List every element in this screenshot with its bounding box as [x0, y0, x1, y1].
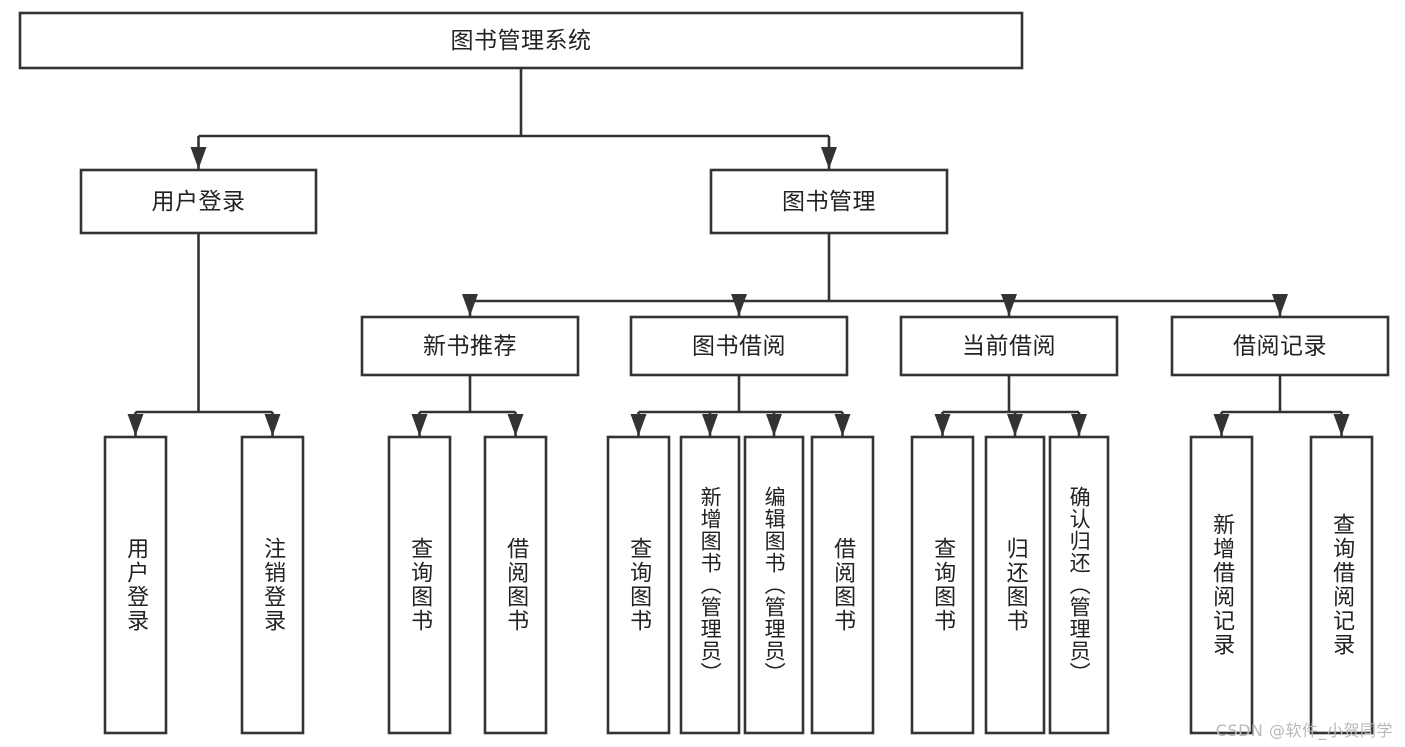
node-box-new-book-rec[interactable] — [360, 315, 580, 377]
node-box-nb-borrow-book[interactable] — [483, 435, 548, 735]
node-box-leaf-user-login[interactable] — [103, 435, 168, 735]
arrow-head-icon — [1007, 414, 1023, 436]
arrow-head-icon — [127, 414, 144, 436]
watermark-text: CSDN @软件_小贺同学 — [1215, 721, 1393, 740]
node-label-book-borrow: 图书借阅 — [692, 334, 786, 360]
arrow-head-icon — [1001, 294, 1017, 316]
node-box-br-query-record[interactable] — [1309, 435, 1374, 735]
node-box-cb-confirm-return[interactable] — [1048, 435, 1110, 735]
arrow-head-icon — [766, 414, 782, 436]
arrow-head-icon — [821, 147, 837, 169]
arrow-head-icon — [731, 294, 747, 316]
node-box-nb-query-book[interactable] — [387, 435, 452, 735]
node-box-book-borrow[interactable] — [629, 315, 849, 377]
node-box-root[interactable] — [18, 11, 1024, 70]
node-label-root: 图书管理系统 — [451, 28, 592, 54]
connector-edges — [127, 68, 1350, 436]
node-label-user-login: 用户登录 — [152, 189, 246, 215]
node-box-book-manage[interactable] — [709, 168, 949, 235]
node-box-current-borrow[interactable] — [899, 315, 1119, 377]
node-label-book-manage: 图书管理 — [782, 189, 876, 215]
node-box-user-login[interactable] — [79, 168, 318, 235]
node-label-borrow-record: 借阅记录 — [1233, 334, 1327, 360]
node-label-new-book-rec: 新书推荐 — [423, 334, 517, 360]
node-box-leaf-user-logout[interactable] — [240, 435, 305, 735]
arrow-head-icon — [264, 414, 281, 436]
node-box-borrow-record[interactable] — [1170, 315, 1390, 377]
node-box-cb-query-book[interactable] — [910, 435, 975, 735]
arrow-head-icon — [630, 414, 647, 436]
node-box-br-add-record[interactable] — [1189, 435, 1254, 735]
arrow-head-icon — [702, 414, 718, 436]
arrow-head-icon — [1333, 414, 1350, 436]
arrow-head-icon — [1213, 414, 1230, 436]
arrow-head-icon — [462, 294, 478, 316]
arrow-head-icon — [834, 414, 851, 436]
arrow-head-icon — [507, 414, 524, 436]
node-box-bb-query-book[interactable] — [606, 435, 671, 735]
node-boxes — [18, 11, 1390, 735]
arrow-head-icon — [190, 147, 207, 169]
node-box-bb-edit-book[interactable] — [743, 435, 805, 735]
node-label-current-borrow: 当前借阅 — [962, 334, 1056, 360]
arrow-head-icon — [1071, 414, 1087, 436]
node-box-cb-return-book[interactable] — [984, 435, 1046, 735]
node-box-bb-add-book[interactable] — [679, 435, 741, 735]
arrow-head-icon — [411, 414, 428, 436]
node-box-bb-borrow-book[interactable] — [810, 435, 875, 735]
arrow-head-icon — [934, 414, 951, 436]
arrow-head-icon — [1272, 294, 1288, 316]
